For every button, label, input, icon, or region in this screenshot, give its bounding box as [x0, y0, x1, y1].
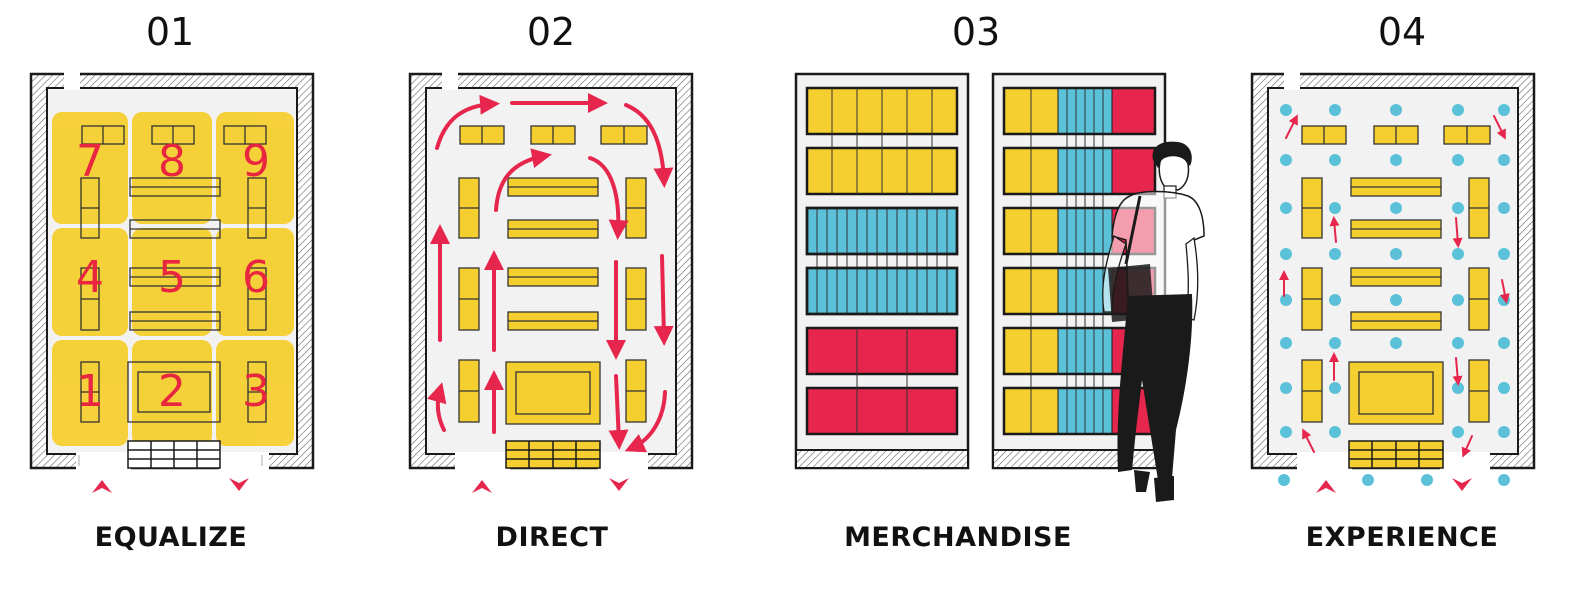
zone-number: 5 — [158, 252, 186, 303]
flow-arrows — [427, 93, 674, 453]
experience-arrows — [1279, 114, 1510, 458]
exit-arrow-icon — [609, 478, 629, 491]
panel-number-01: 01 — [145, 10, 195, 54]
shopper-figure — [1102, 141, 1205, 502]
panel-caption-direct: DIRECT — [495, 522, 609, 553]
zone-number: 8 — [158, 136, 186, 187]
panel-01-floorplan: 7 8 9 4 5 6 1 2 3 — [29, 70, 315, 493]
zone-number: 9 — [242, 136, 270, 187]
exit-arrow-icon — [229, 478, 249, 491]
panel-02-floorplan — [408, 70, 694, 493]
zone-number: 2 — [158, 366, 186, 417]
panel-number-04: 04 — [1377, 10, 1427, 54]
panel-caption-equalize: EQUALIZE — [94, 522, 248, 553]
panel-03-shelving — [794, 72, 1205, 502]
zone-number: 1 — [76, 366, 104, 417]
zone-number: 4 — [76, 252, 104, 303]
zone-number: 3 — [242, 366, 270, 417]
zone-number: 7 — [76, 136, 104, 187]
panel-number-03: 03 — [951, 10, 1001, 54]
equalize-zone-fills — [52, 112, 294, 446]
panel-caption-experience: EXPERIENCE — [1305, 522, 1499, 553]
zone-number: 6 — [242, 252, 270, 303]
exit-arrow-icon — [1452, 478, 1472, 491]
panel-caption-merchandise: MERCHANDISE — [844, 522, 1072, 553]
panel-number-02: 02 — [526, 10, 576, 54]
entry-arrow-icon — [1316, 480, 1336, 493]
experience-dots — [1278, 104, 1510, 486]
panel-04-floorplan — [1250, 70, 1536, 493]
entry-arrow-icon — [472, 480, 492, 493]
entry-arrow-icon — [92, 480, 112, 493]
